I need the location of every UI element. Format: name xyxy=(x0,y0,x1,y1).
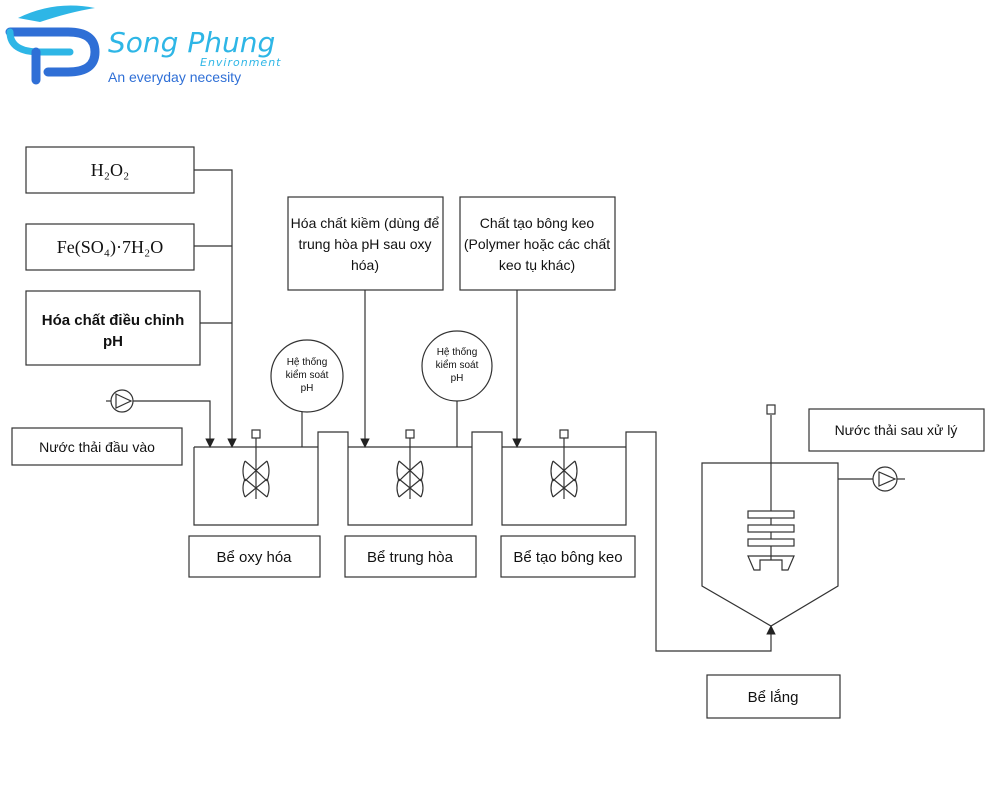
oxidation-tank-label-box xyxy=(188,535,321,578)
alkali-box xyxy=(287,196,444,291)
ph-control-2-l2: kiểm soát xyxy=(436,359,479,371)
mixer-icon xyxy=(396,429,424,500)
settling-tank-label: Bể lắng xyxy=(748,689,799,706)
overflow-pipe-1 xyxy=(317,431,349,447)
inlet-box xyxy=(11,427,183,466)
outlet-pump-icon xyxy=(872,466,898,492)
ph-control-2-l1: Hệ thống xyxy=(437,346,478,358)
oxidation-tank-label: Bể oxy hóa xyxy=(216,549,292,566)
oxidation-tank xyxy=(193,447,319,526)
alkali-label-2: trung hòa pH sau oxy xyxy=(298,236,431,252)
flocculation-tank xyxy=(501,447,627,526)
brand-name: Song Phung xyxy=(108,26,275,59)
alkali-label-1: Hóa chất kiềm (dùng để xyxy=(291,215,440,231)
ph-control-1-l1: Hệ thống xyxy=(287,356,328,368)
outlet-label: Nước thải sau xử lý xyxy=(835,422,958,438)
coagulant-label-2: (Polymer hoặc các chất xyxy=(464,236,610,252)
outlet-box xyxy=(808,408,985,452)
flocculation-tank-label-box xyxy=(500,535,636,578)
ph-control-1-l3: pH xyxy=(301,383,314,394)
ph-control-1-l2: kiểm soát xyxy=(286,369,329,381)
logo xyxy=(5,5,100,85)
ph-adjust-box xyxy=(25,290,201,366)
mixer-icon xyxy=(242,429,270,500)
ph-control-1 xyxy=(270,339,344,413)
alkali-label-3: hóa) xyxy=(351,257,379,273)
inlet-label: Nước thải đầu vào xyxy=(39,439,155,455)
brand-sub: Environment xyxy=(200,56,281,69)
ph-control-2-l3: pH xyxy=(451,373,464,384)
feso4-box xyxy=(25,223,195,271)
settling-tank-label-box xyxy=(706,674,841,719)
neutralization-tank-label-box xyxy=(344,535,477,578)
coagulant-box xyxy=(459,196,616,291)
neutralization-tank-label: Bể trung hòa xyxy=(367,549,454,566)
overflow-pipe-2 xyxy=(471,431,503,447)
h2o2-box xyxy=(25,146,195,194)
ph-adjust-label-1: Hóa chất điều chỉnh xyxy=(42,312,185,329)
flocculation-tank-label: Bể tạo bông keo xyxy=(513,549,622,566)
ph-adjust-label-2: pH xyxy=(103,333,123,350)
h2o2-label: H₂O₂ xyxy=(91,160,130,180)
feso4-label: Fe(SO₄)·7H₂O xyxy=(57,237,164,258)
scraper-motor-icon xyxy=(766,404,776,415)
scraper-icon xyxy=(747,555,795,571)
settling-tank xyxy=(701,462,839,627)
neutralization-tank xyxy=(347,447,473,526)
inlet-line xyxy=(133,400,215,448)
coagulant-label-1: Chất tạo bông keo xyxy=(480,215,595,231)
coagulant-label-3: keo tụ khác) xyxy=(499,257,575,273)
settling-feed-pipe xyxy=(625,431,776,652)
chemical-feed-line xyxy=(194,169,237,448)
mixer-icon xyxy=(550,429,578,500)
brand-tagline: An everyday necesity xyxy=(108,69,241,85)
